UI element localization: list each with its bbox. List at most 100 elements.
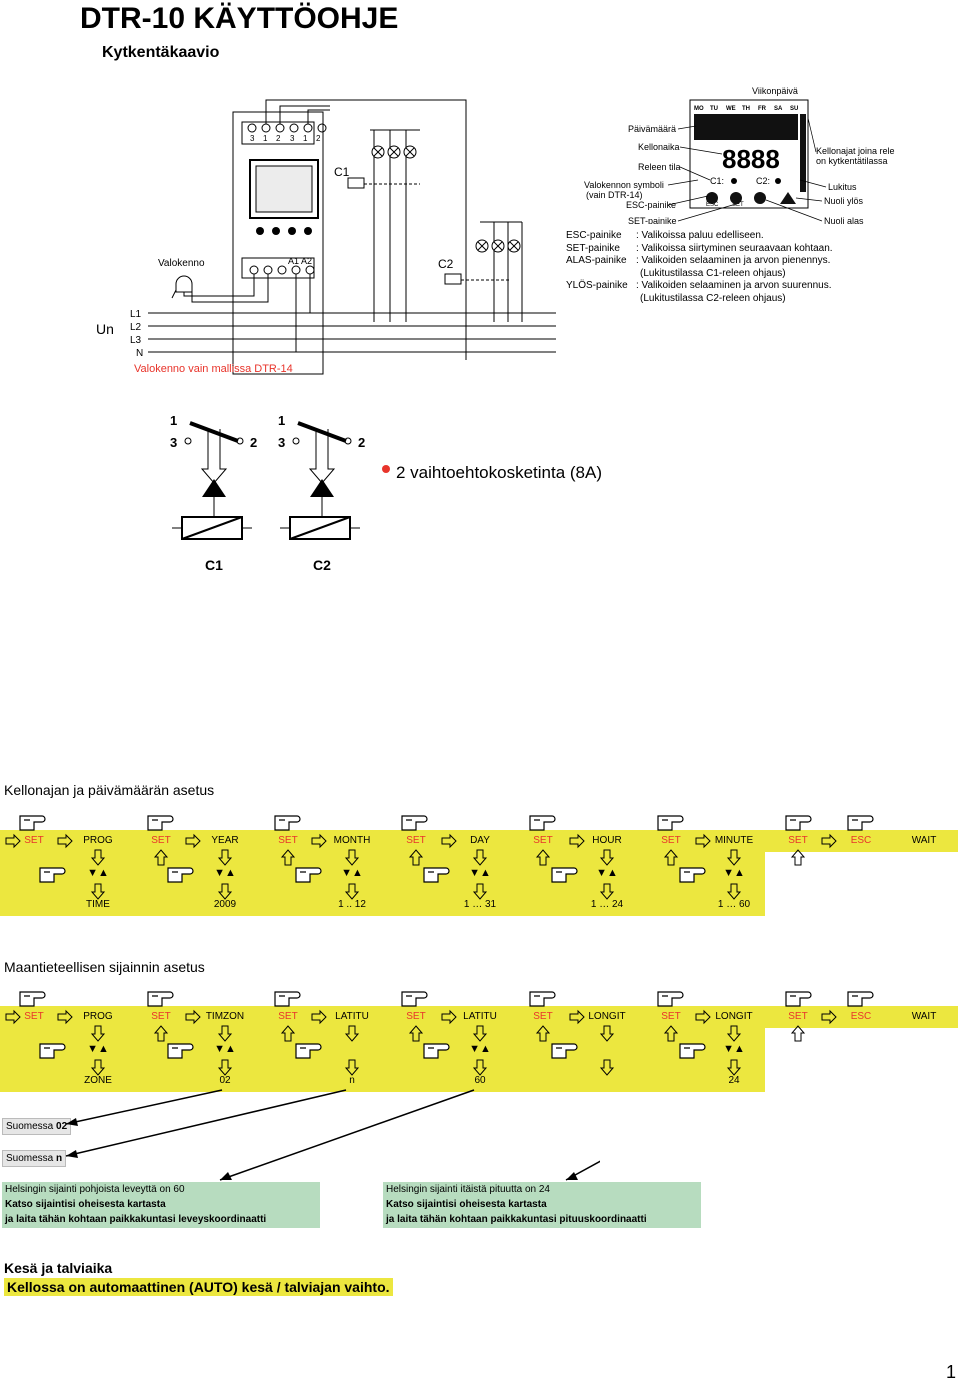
right-arrow-icon xyxy=(821,1009,837,1025)
down-arrow-icon xyxy=(599,849,615,866)
pointing-hand-icon xyxy=(167,867,194,883)
terminal-label: 1 xyxy=(303,134,308,143)
up-arrow-icon xyxy=(408,849,424,866)
seq-set: SET xyxy=(406,835,426,846)
line-label-l3: L3 xyxy=(130,335,142,346)
seq-esc: ESC xyxy=(850,1011,872,1022)
right-arrow-icon xyxy=(569,1009,585,1025)
down-arrow-icon xyxy=(217,1025,233,1042)
up-arrow-icon xyxy=(663,1025,679,1042)
seq-set: SET xyxy=(278,1011,298,1022)
right-arrow-icon xyxy=(57,1009,73,1025)
right-arrow-icon xyxy=(441,833,457,849)
right-arrow-icon xyxy=(695,1009,711,1025)
contact-c1: 1 3 2 xyxy=(170,413,257,540)
seq-step: MINUTE xyxy=(714,835,754,846)
pointing-hand-icon xyxy=(847,815,874,831)
down-arrow-icon xyxy=(472,883,488,900)
pointing-hand-icon xyxy=(785,815,812,831)
down-arrow-icon xyxy=(217,1059,233,1076)
pointing-hand-icon xyxy=(19,815,46,831)
pointing-hand-icon xyxy=(657,815,684,831)
seq-set: SET xyxy=(24,1011,44,1022)
right-arrow-icon xyxy=(5,1009,21,1025)
right-arrow-icon xyxy=(185,833,201,849)
down-arrow-icon xyxy=(344,1059,360,1076)
pointing-hand-icon xyxy=(551,867,578,883)
down-arrow-icon xyxy=(472,849,488,866)
hour-scale xyxy=(800,114,806,192)
legend-row: ESC-painike: Valikoissa paluu edelliseen… xyxy=(566,230,764,241)
geo-sequence-row xyxy=(0,1006,958,1028)
seq-esc: ESC xyxy=(850,835,872,846)
down-arrow-icon xyxy=(726,883,742,900)
callout-esc: ESC-painike xyxy=(626,200,676,210)
geo-sequence-band xyxy=(0,1028,765,1092)
seq-value: 24 xyxy=(728,1075,740,1086)
supply-label: Un xyxy=(96,321,114,337)
down-arrow-icon xyxy=(90,1025,106,1042)
device-buttons xyxy=(256,227,312,235)
down-arrow-icon xyxy=(344,849,360,866)
page-number: 1 xyxy=(945,1362,956,1382)
up-arrow-icon xyxy=(663,849,679,866)
terminal-label: 3 xyxy=(290,134,295,143)
line-label-l1: L1 xyxy=(130,309,142,320)
right-arrow-icon xyxy=(821,833,837,849)
pointing-hand-icon xyxy=(551,1043,578,1059)
pointing-hand-icon xyxy=(147,815,174,831)
up-arrow-icon xyxy=(280,1025,296,1042)
pointing-hand-icon xyxy=(679,1043,706,1059)
season-text: Kellossa on automaattinen (AUTO) kesä / … xyxy=(4,1278,393,1296)
right-arrow-icon xyxy=(441,1009,457,1025)
updown-icon: ▼▲ xyxy=(469,867,491,879)
device-housing xyxy=(232,111,324,375)
svg-text:TU: TU xyxy=(710,106,718,112)
time-sequence-row xyxy=(0,830,958,852)
up-arrow-icon xyxy=(408,1025,424,1042)
relay-c2-label: C2 xyxy=(438,257,454,271)
right-arrow-icon xyxy=(5,833,21,849)
lamp-icon-group-c2 xyxy=(475,239,521,253)
display-diagram: Viikonpäivä MO TU WE TH FR SA SU 8888 C1… xyxy=(584,86,895,224)
line-label-n: N xyxy=(136,348,143,359)
suomessa-n-label: Suomessa n xyxy=(2,1150,67,1167)
wiring-diagram: 3 1 2 3 1 2 A1 A2 C1 C2 Valokenno xyxy=(96,99,556,375)
set-label: SET xyxy=(732,202,744,208)
contact-label-c1: C1 xyxy=(205,557,223,573)
relay-c1-label: C1 xyxy=(334,165,350,179)
relay-state-c2: C2: xyxy=(756,176,770,186)
up-arrow-icon xyxy=(280,849,296,866)
seq-value: TIME xyxy=(86,899,110,910)
pointing-hand-icon xyxy=(423,867,450,883)
svg-text:1: 1 xyxy=(278,413,285,428)
down-arrow-icon xyxy=(599,883,615,900)
sequence-arrows xyxy=(5,815,874,1076)
down-arrow-icon xyxy=(217,883,233,900)
geo-sequence: SET PROG SET TIMZON SET LATITU SET LATIT… xyxy=(0,1006,958,1092)
contact-label-c2: C2 xyxy=(313,557,331,573)
pointing-hand-icon xyxy=(295,1043,322,1059)
pointing-hand-icon xyxy=(39,1043,66,1059)
seq-set: SET xyxy=(24,835,44,846)
legend-row: (Lukitustilassa C2-releen ohjaus) xyxy=(640,292,786,304)
arrow-to-latitude xyxy=(219,1089,475,1181)
sensor-label: Valokenno xyxy=(158,258,205,269)
svg-text:3: 3 xyxy=(278,435,285,450)
updown-icon: ▼▲ xyxy=(87,1043,109,1055)
svg-text:SU: SU xyxy=(790,106,798,112)
up-arrow-icon xyxy=(780,192,796,204)
legend-row: (Lukitustilassa C1-releen ohjaus) xyxy=(640,267,786,279)
line-label-l2: L2 xyxy=(130,322,142,333)
terminal-label: 2 xyxy=(276,134,281,143)
time-sequence-band xyxy=(0,852,765,916)
page-subtitle: Kytkentäkaavio xyxy=(102,44,220,61)
svg-text:TH: TH xyxy=(742,106,750,112)
updown-icon: ▼▲ xyxy=(214,1043,236,1055)
seq-value: n xyxy=(349,1075,355,1086)
seq-set: SET xyxy=(406,1011,426,1022)
pointing-hand-icon xyxy=(274,991,301,1007)
right-arrow-icon xyxy=(185,1009,201,1025)
pointing-hand-icon xyxy=(39,867,66,883)
callout-sensor-note: (vain DTR-14) xyxy=(586,190,643,200)
